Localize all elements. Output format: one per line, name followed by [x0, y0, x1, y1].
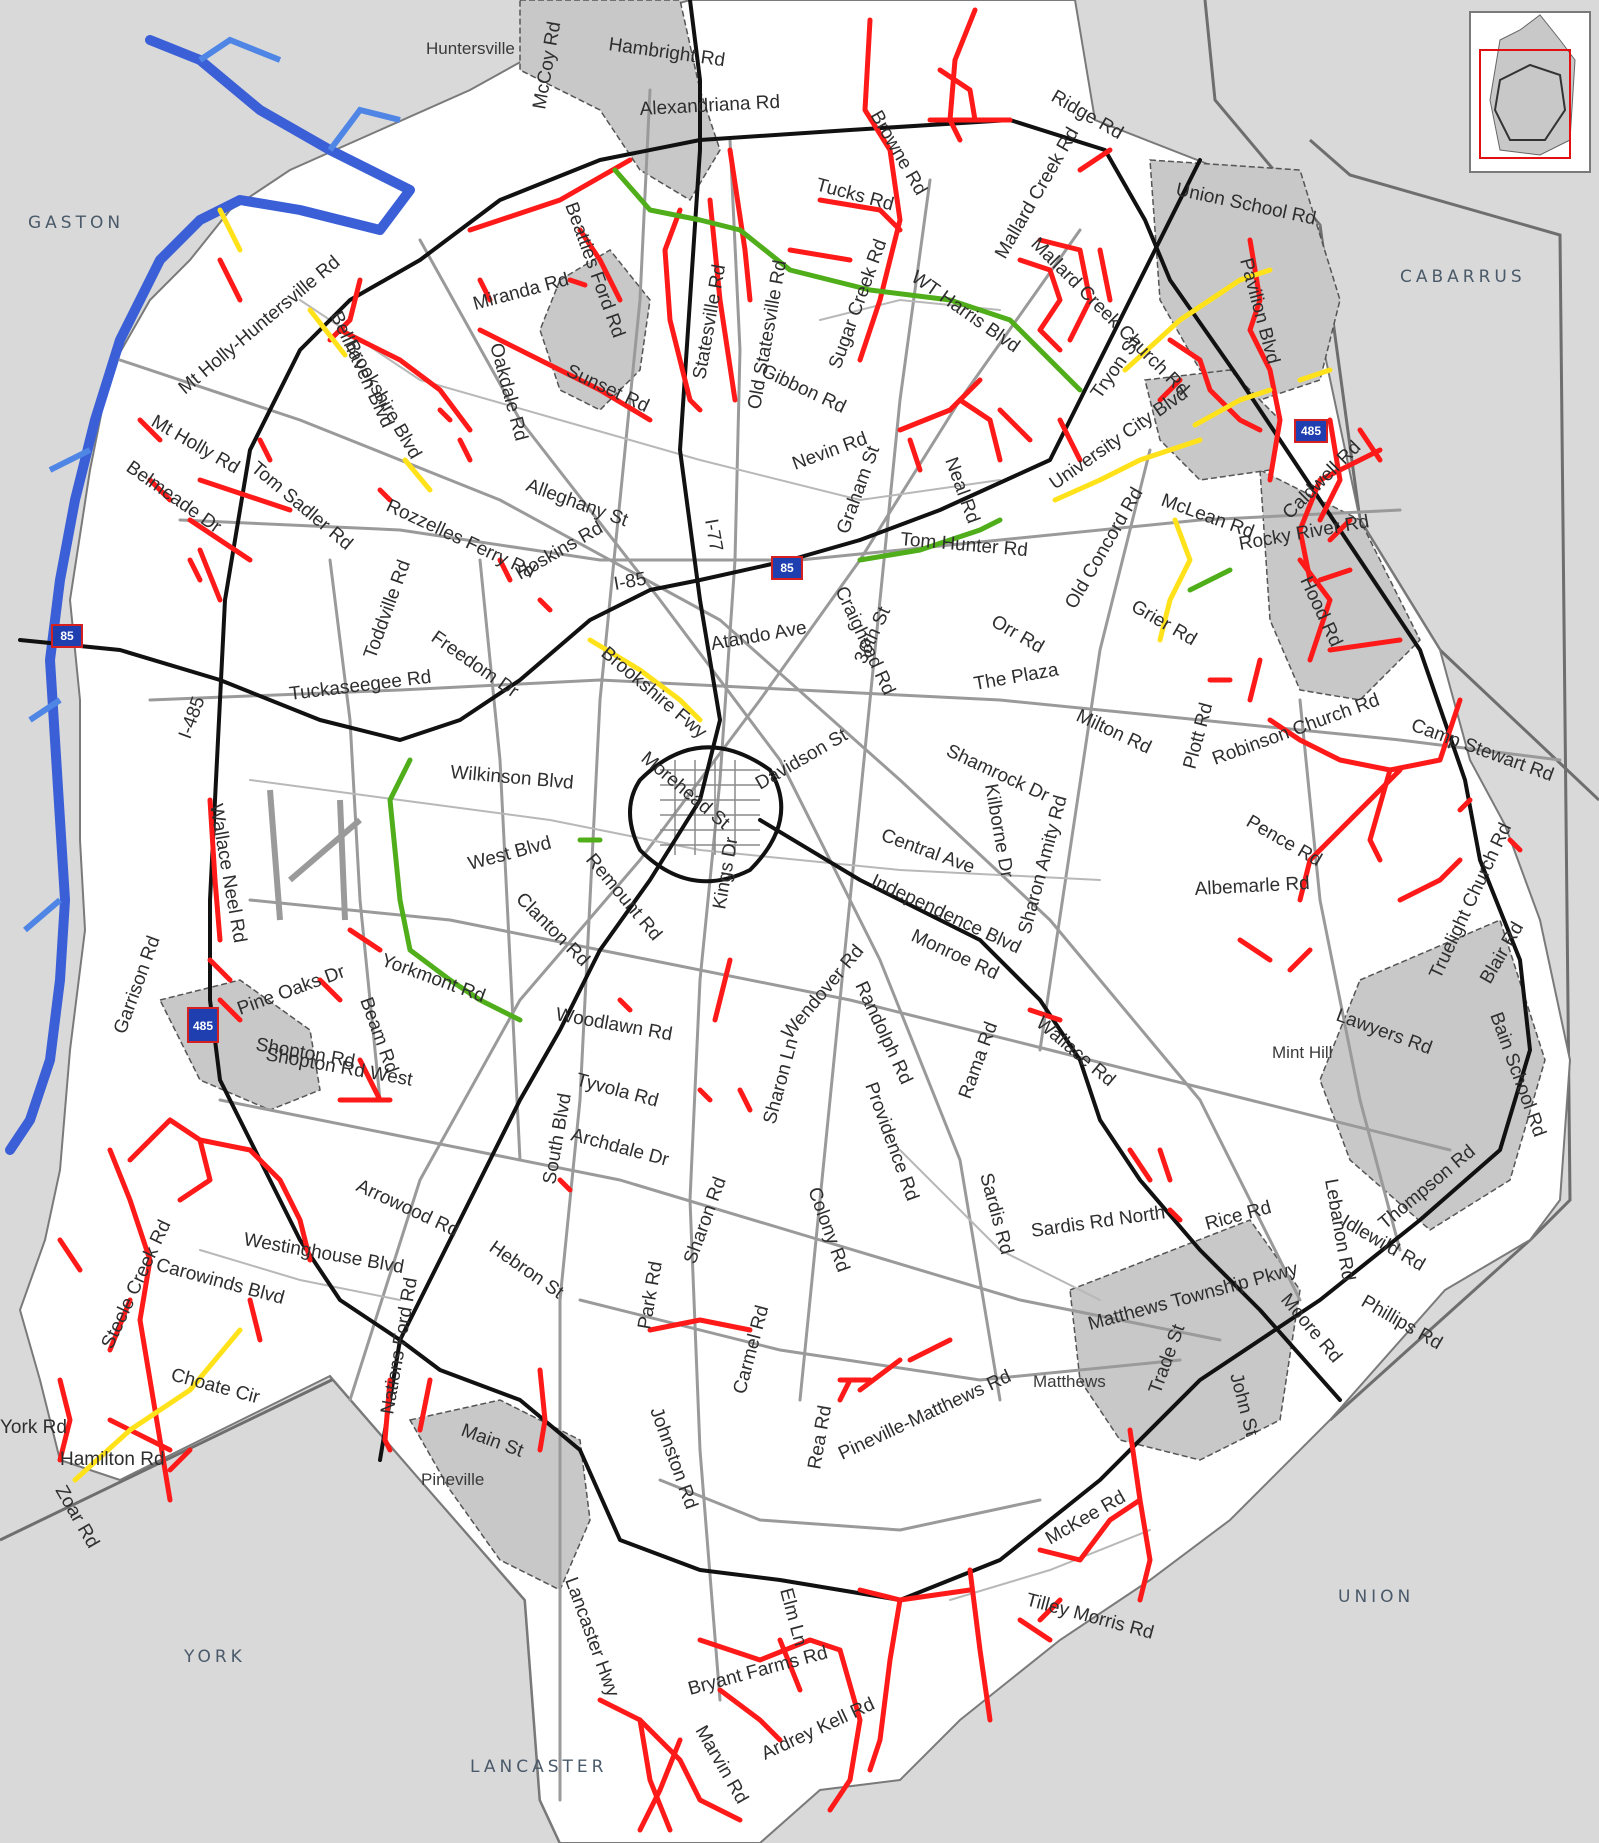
i-277-loop: [628, 745, 784, 884]
county-label-gaston: GASTON: [28, 213, 124, 233]
svg-text:485: 485: [1301, 424, 1321, 438]
catawba-river-arm: [23, 36, 401, 933]
downtown-grid: [660, 760, 760, 855]
yellow-segments: [72, 207, 1333, 1483]
svg-text:485: 485: [193, 1019, 213, 1033]
locator-inset: [1469, 11, 1591, 173]
i-85: [18, 538, 862, 742]
county-label-cabarrus: CABARRUS: [1400, 267, 1526, 287]
shield-i485-west: 485: [187, 1007, 219, 1043]
shield-i85-west: 85: [51, 624, 83, 648]
catawba-river: [5, 35, 415, 1155]
i-77: [378, 0, 722, 1462]
road-label: Hamilton Rd: [60, 1449, 165, 1470]
minor-roads: [199, 298, 1151, 1601]
town-label-huntersville: Huntersville: [426, 39, 515, 58]
road-label: York Rd: [0, 1417, 67, 1438]
county-label-york: YORK: [183, 1647, 246, 1667]
town-label-mint-hill: Mint Hill: [1272, 1043, 1332, 1062]
airport-runways: [267, 789, 362, 921]
independence-fwy: [758, 818, 1342, 1402]
green-segments: [387, 167, 1233, 1023]
county-label-union: UNION: [1338, 1587, 1414, 1607]
freeways: [18, 0, 1532, 1602]
i-85-north: [858, 158, 1202, 542]
town-label-matthews: Matthews: [1033, 1372, 1106, 1391]
shield-i85-north: 85: [771, 556, 803, 580]
i-485-loop: [208, 118, 1532, 1602]
town-label-pineville: Pineville: [421, 1470, 484, 1489]
red-segments: [57, 7, 1523, 1833]
svg-text:85: 85: [780, 561, 794, 575]
county-label-lancaster: LANCASTER: [470, 1757, 607, 1777]
svg-text:85: 85: [60, 629, 74, 643]
shield-i485-east: 485: [1294, 419, 1328, 443]
